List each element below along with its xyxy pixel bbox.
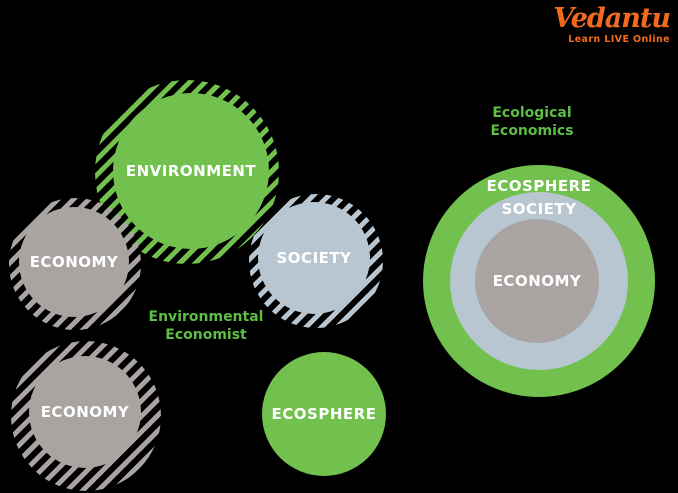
economy-circle-top: ECONOMY [19, 207, 129, 317]
nested-ecosphere-label: ECOSPHERE [486, 177, 592, 195]
economy-top-label: ECONOMY [29, 253, 119, 271]
environment-label: ENVIRONMENT [125, 162, 257, 180]
nested-society-label: SOCIETY [501, 200, 577, 218]
left-title-line1: Environmental [148, 309, 264, 325]
vedantu-brand-text: Vedantu [553, 3, 671, 34]
ecosphere-circle: ECOSPHERE [262, 352, 386, 476]
vedantu-tagline: Learn LIVE Online [568, 34, 670, 45]
society-label: SOCIETY [276, 249, 352, 267]
right-title-line1: Ecological [492, 105, 572, 121]
nested-economy-circle: ECONOMY [475, 219, 599, 343]
vedantu-logo: Vedantu Learn LIVE Online [553, 3, 671, 46]
right-title-line2: Economics [490, 123, 574, 139]
ecosphere-label: ECOSPHERE [271, 405, 377, 423]
society-circle: SOCIETY [258, 202, 370, 314]
right-diagram-title: Ecological Economics [446, 104, 618, 140]
left-diagram-title: Environmental Economist [120, 308, 292, 344]
economy-circle-bottom: ECONOMY [29, 356, 141, 468]
environment-circle: ENVIRONMENT [113, 93, 269, 249]
nested-economy-label: ECONOMY [492, 272, 582, 290]
left-title-line2: Economist [165, 327, 247, 343]
economy-bottom-label: ECONOMY [40, 403, 130, 421]
